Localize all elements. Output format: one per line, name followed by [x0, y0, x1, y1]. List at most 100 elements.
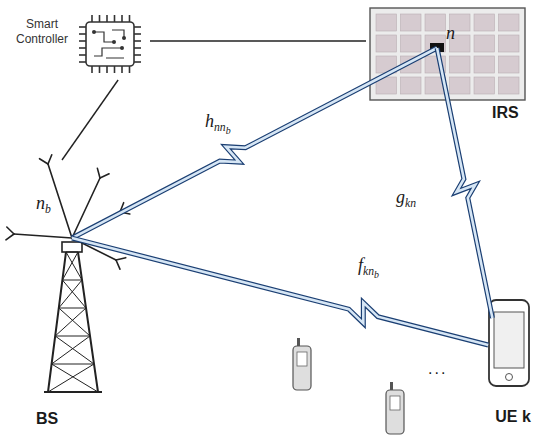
link-line	[62, 80, 118, 160]
irs-frame	[370, 8, 525, 100]
link-line	[150, 40, 366, 41]
irs-label: IRS	[492, 104, 519, 122]
channel-label: gkn	[394, 188, 418, 211]
chip-pin	[121, 15, 123, 22]
phone-body	[489, 300, 529, 386]
antenna-arm	[7, 227, 14, 234]
chip-pin	[114, 66, 116, 73]
wireless-channel	[437, 48, 492, 318]
channel-label: fknb	[356, 256, 381, 281]
irs-element	[450, 56, 471, 73]
chip-via	[92, 30, 96, 34]
bs-tower	[6, 155, 130, 392]
chip-trace	[94, 30, 124, 58]
text-part: g	[396, 187, 405, 207]
antenna-arm	[48, 155, 52, 164]
irs-element	[401, 77, 422, 94]
tower-brace	[55, 308, 86, 336]
other-phone	[293, 338, 311, 390]
tower-brace	[55, 336, 94, 364]
irs-element	[499, 77, 520, 94]
text-slot: BS	[36, 410, 58, 428]
antenna-arm	[100, 174, 109, 178]
irs-panel	[370, 8, 525, 100]
channel-label: hnnb	[203, 112, 233, 137]
control-link	[150, 41, 366, 42]
channel-fill	[437, 48, 492, 318]
irs-element	[425, 14, 446, 31]
chip-via	[112, 40, 116, 44]
tower-brace	[52, 336, 90, 364]
text-part: b	[226, 125, 231, 136]
phone-body	[386, 390, 404, 434]
tower-brace	[62, 280, 86, 308]
text-slot: n	[446, 24, 455, 44]
chip-pin	[134, 40, 141, 42]
tower-brace	[48, 364, 94, 392]
chip-via	[122, 36, 126, 40]
chip-via	[120, 46, 124, 50]
chip-pin	[79, 40, 86, 42]
phone-screen	[297, 352, 307, 366]
phone-screen	[494, 312, 524, 368]
antenna-arm	[97, 168, 100, 178]
element-index: n	[446, 24, 455, 44]
text-slot: fknb	[356, 256, 381, 281]
channel-outline	[72, 238, 488, 345]
irs-element	[376, 14, 397, 31]
irs-element	[450, 77, 471, 94]
irs-element	[499, 14, 520, 31]
tower-leg	[44, 252, 102, 392]
chip-icon	[79, 15, 141, 73]
tower-brace	[52, 364, 94, 365]
chip-pin	[134, 47, 141, 49]
tower-brace	[59, 280, 82, 308]
text-slot: gkn	[394, 188, 418, 211]
chip-pin	[134, 33, 141, 35]
bs-node: nbBS	[8, 160, 128, 432]
chip-pin	[79, 33, 86, 35]
tower-brace	[52, 364, 98, 392]
chip-pin	[129, 15, 131, 22]
text-part: n	[36, 193, 45, 213]
phone-screen	[390, 396, 400, 410]
irs-element	[474, 77, 495, 94]
text-part: f	[358, 255, 363, 275]
channel-fill	[72, 48, 437, 238]
channel-outline	[437, 48, 492, 318]
chip-pin	[134, 26, 141, 28]
irs-element	[499, 56, 520, 73]
control-link	[62, 80, 118, 160]
text-part: kn	[363, 265, 374, 278]
irs-element	[401, 35, 422, 52]
tower-brace	[62, 280, 82, 281]
chip-pin	[79, 47, 86, 49]
text-slot: IRS	[492, 104, 519, 122]
chip-pin	[79, 61, 86, 63]
wireless-channel	[72, 238, 488, 345]
chip-pin	[99, 66, 101, 73]
tower-brace	[59, 308, 86, 309]
ue-phone	[489, 300, 529, 386]
irs-element	[376, 35, 397, 52]
tower-brace	[55, 336, 90, 337]
more-users-dots: ...	[428, 360, 447, 378]
antenna-arm	[48, 164, 72, 238]
chip-pin	[106, 15, 108, 22]
tower-brace	[62, 252, 78, 280]
antenna-arm	[6, 234, 14, 240]
text-part: b	[45, 203, 51, 216]
chip-body	[86, 22, 134, 66]
ue-label: UE k	[484, 408, 542, 426]
text-slot: nb	[36, 194, 51, 217]
channel-fill	[72, 238, 488, 345]
chip-pin	[79, 26, 86, 28]
chip-pin	[91, 66, 93, 73]
irs-element	[474, 14, 495, 31]
other-phone	[386, 382, 404, 434]
chip-pin	[134, 61, 141, 63]
bs-label: BS	[36, 410, 58, 428]
